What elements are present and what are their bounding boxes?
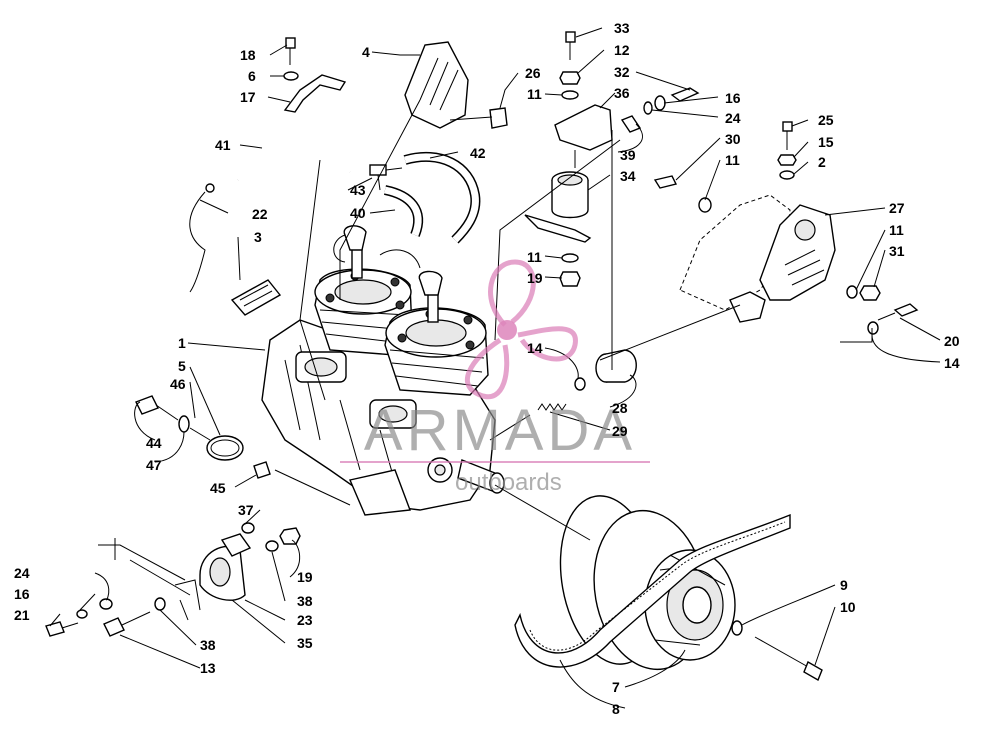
callout-32: 32	[614, 64, 630, 80]
callout-1: 1	[178, 335, 186, 351]
callout-15: 15	[818, 134, 834, 150]
callout-labels: 18 6 17 4 26 41 22 3 43 40 42 1 5 46 44 …	[14, 20, 960, 717]
top-hardware	[189, 37, 508, 316]
callout-46: 46	[170, 376, 186, 392]
callout-18: 18	[240, 47, 256, 63]
callout-7: 7	[612, 679, 620, 695]
callout-47: 47	[146, 457, 162, 473]
callout-21: 21	[14, 607, 30, 623]
watermark-tagline: outboards	[455, 469, 562, 496]
callout-19-mid: 19	[527, 270, 543, 286]
callout-31: 31	[889, 243, 905, 259]
callout-5: 5	[178, 358, 186, 374]
callout-40: 40	[350, 205, 366, 221]
leader-lines	[49, 27, 941, 709]
callout-13: 13	[200, 660, 216, 676]
callout-24: 24	[14, 565, 30, 581]
callout-28: 28	[612, 400, 628, 416]
callout-11: 11	[527, 86, 542, 102]
mount-hardware	[524, 31, 919, 411]
callout-20: 20	[944, 333, 960, 349]
callout-35: 35	[297, 635, 313, 651]
callout-33: 33	[614, 20, 630, 36]
callout-26: 26	[525, 65, 541, 81]
callout-9: 9	[840, 577, 848, 593]
callout-14: 14	[527, 340, 543, 356]
callout-8: 8	[612, 701, 620, 717]
callout-11-far: 11	[889, 222, 904, 238]
callout-41: 41	[215, 137, 231, 153]
callout-16: 16	[14, 586, 30, 602]
callout-39: 39	[620, 147, 636, 163]
callout-44: 44	[146, 435, 162, 451]
watermark-brand: ARMADA	[364, 398, 636, 463]
armada-logo-icon	[465, 259, 578, 400]
callout-6: 6	[248, 68, 256, 84]
callout-45: 45	[210, 480, 226, 496]
callout-11-right: 11	[725, 152, 740, 168]
callout-38: 38	[297, 593, 313, 609]
callout-12: 12	[614, 42, 630, 58]
callout-37: 37	[238, 502, 254, 518]
callout-17: 17	[240, 89, 256, 105]
left-hardware	[45, 395, 301, 637]
callout-30: 30	[725, 131, 741, 147]
callout-23: 23	[297, 612, 313, 628]
callout-42: 42	[470, 145, 486, 161]
callout-16-right: 16	[725, 90, 741, 106]
callout-38-lower: 38	[200, 637, 216, 653]
callout-36: 36	[614, 85, 630, 101]
callout-14-right: 14	[944, 355, 960, 371]
callout-4: 4	[362, 44, 370, 60]
callout-19: 19	[297, 569, 313, 585]
callout-22: 22	[252, 206, 268, 222]
callout-3: 3	[254, 229, 262, 245]
callout-34: 34	[620, 168, 636, 184]
armada-watermark: ARMADA outboards	[340, 259, 650, 496]
callout-43: 43	[350, 182, 366, 198]
callout-2: 2	[818, 154, 826, 170]
callout-24-right: 24	[725, 110, 741, 126]
callout-29: 29	[612, 423, 628, 439]
callout-27: 27	[889, 200, 905, 216]
callout-10: 10	[840, 599, 856, 615]
callout-25: 25	[818, 112, 834, 128]
callout-11-mid: 11	[527, 249, 542, 265]
drive-clutch-assembly	[514, 495, 823, 682]
